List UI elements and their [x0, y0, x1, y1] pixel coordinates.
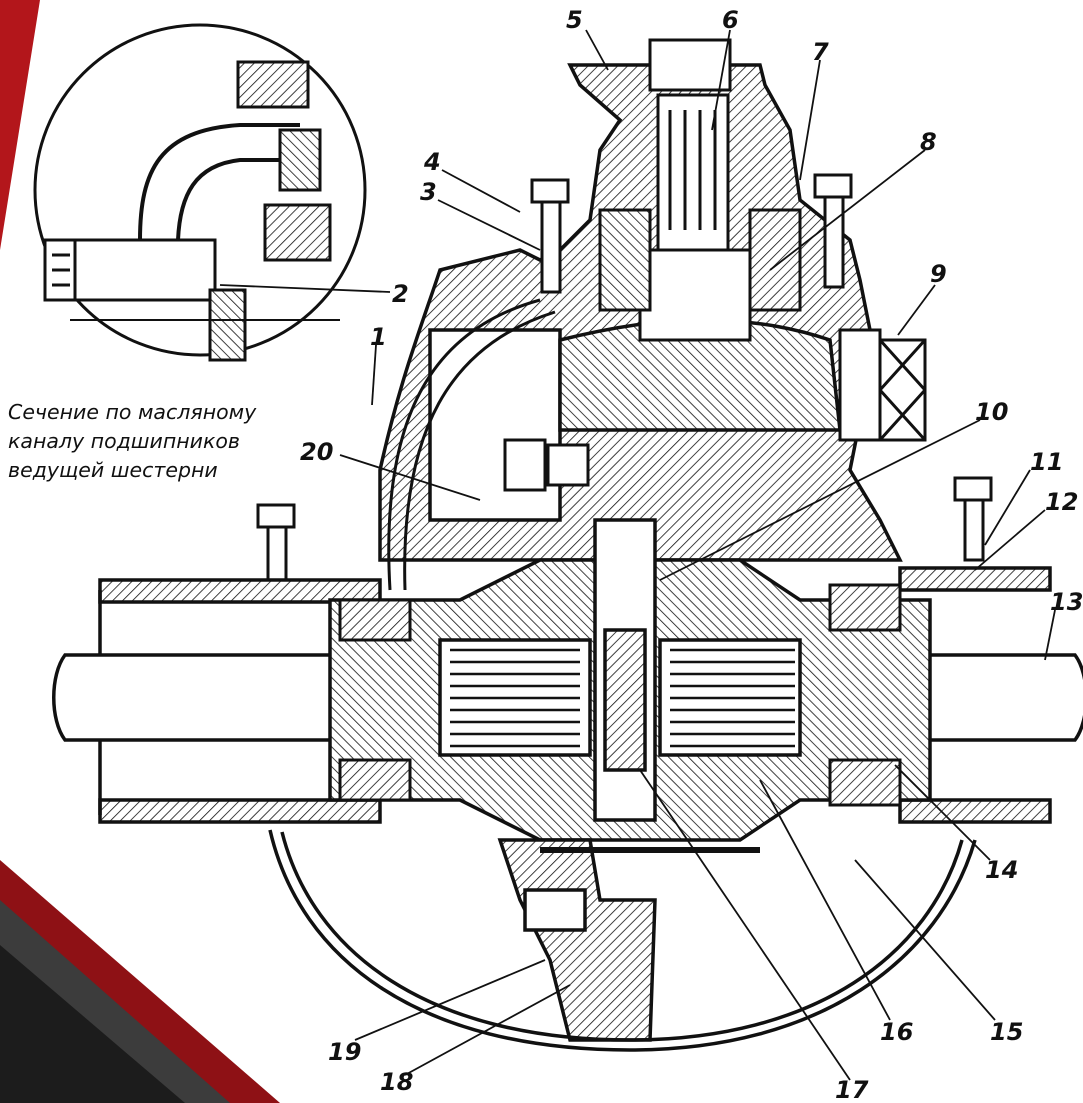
axle-housing-tube — [98, 566, 1052, 824]
inset-caption-line-2: каналу подшипников — [8, 429, 240, 453]
callout-16: 16 — [880, 1018, 913, 1046]
callout-1: 1 — [370, 323, 387, 351]
inset-caption-line-3: ведущей шестерни — [8, 458, 218, 482]
inset-caption: Сечение по масляному каналу подшипников … — [8, 398, 308, 485]
leader-lines — [219, 29, 1056, 1081]
callout-20: 20 — [300, 438, 333, 466]
callout-19: 19 — [328, 1038, 361, 1066]
callout-6: 6 — [722, 6, 739, 34]
bearing-block-right — [838, 328, 927, 442]
callout-3: 3 — [420, 178, 437, 206]
drive-pinion-shaft — [598, 38, 802, 342]
differential-case — [328, 518, 932, 842]
callout-10: 10 — [975, 398, 1008, 426]
inset-section-detail — [33, 23, 367, 362]
side-bearings — [338, 583, 902, 807]
callout-9: 9 — [930, 260, 947, 288]
callout-11: 11 — [1030, 448, 1063, 476]
oil-pan — [268, 829, 977, 1052]
callout-14: 14 — [985, 856, 1018, 884]
callout-12: 12 — [1045, 488, 1078, 516]
oil-channel-tube — [387, 298, 556, 591]
callout-7: 7 — [812, 38, 829, 66]
callout-15: 15 — [990, 1018, 1023, 1046]
callout-17: 17 — [835, 1076, 869, 1103]
callout-13: 13 — [1050, 588, 1083, 616]
callout-8: 8 — [920, 128, 937, 156]
callout-18: 18 — [380, 1068, 413, 1096]
housing-bolts — [256, 173, 993, 604]
callout-2: 2 — [392, 280, 409, 308]
callout-labels: 1 2 3 4 5 6 7 8 9 10 11 12 13 14 15 16 1… — [300, 6, 1083, 1103]
decorative-corner-accents — [0, 0, 280, 1103]
callout-4: 4 — [423, 148, 441, 176]
inset-caption-line-1: Сечение по масляному — [8, 400, 257, 424]
callout-5: 5 — [566, 6, 583, 34]
